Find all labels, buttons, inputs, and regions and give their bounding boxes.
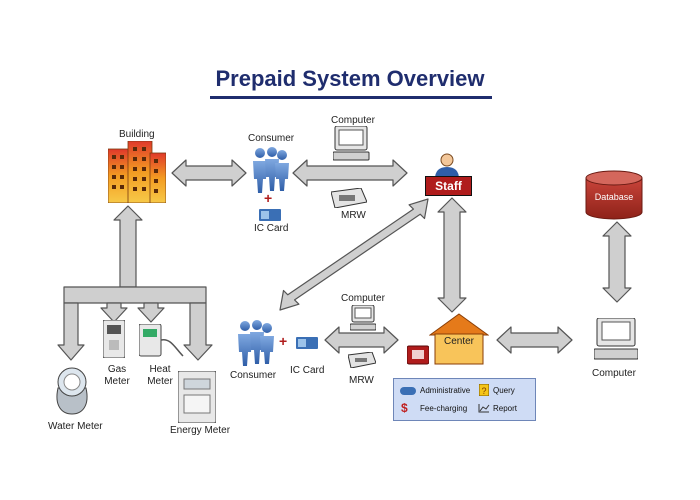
consumer-top-label: Consumer xyxy=(248,133,295,144)
card-reader-icon xyxy=(331,188,367,208)
arrow-to-heat-meter xyxy=(137,302,165,323)
heat-meter-icon xyxy=(139,324,184,357)
water-meter-label: Water Meter xyxy=(48,421,103,432)
arrow-consumer-center xyxy=(324,326,399,354)
arrow-database-computer xyxy=(602,221,632,303)
people-icon xyxy=(238,320,274,366)
legend-fee-charging: Fee-charging xyxy=(420,404,468,413)
computer-right-label: Computer xyxy=(592,368,636,379)
ic-card-top-label: IC Card xyxy=(254,223,289,234)
arrow-building-down xyxy=(113,205,143,288)
energy-meter-icon xyxy=(178,371,216,423)
staff-badge: Staff xyxy=(425,176,472,196)
report-icon xyxy=(478,404,490,413)
title-underline xyxy=(210,96,492,99)
legend-report: Report xyxy=(493,404,518,413)
plus-icon: + xyxy=(264,190,273,206)
database-label: Database xyxy=(594,192,634,202)
computer-icon xyxy=(594,318,638,360)
arrow-staff-center xyxy=(437,197,467,313)
house-icon xyxy=(429,313,489,365)
page-title: Prepaid System Overview xyxy=(215,66,485,91)
arrow-building-consumer xyxy=(171,159,247,187)
ic-card-bottom-label: IC Card xyxy=(290,365,325,376)
mrw-top-label: MRW xyxy=(341,210,366,221)
arrow-center-computer xyxy=(496,326,573,354)
consumer-bottom-label: Consumer xyxy=(230,370,277,381)
dollar-icon: $ xyxy=(401,401,408,415)
computer-top-label: Computer xyxy=(331,115,375,126)
plus-icon: + xyxy=(279,333,288,349)
legend-query: Query xyxy=(493,386,515,395)
arrow-staff-consumer-diagonal xyxy=(279,198,429,311)
computer-icon xyxy=(333,126,370,161)
card-reader-icon xyxy=(348,352,376,368)
arrow-consumer-staff xyxy=(292,159,408,187)
center-legend: Administrative ? Query $ Fee-charging Re… xyxy=(393,378,536,421)
computer-bottom-label: Computer xyxy=(341,293,385,304)
ic-card-icon xyxy=(259,209,281,221)
arrow-to-water-meter xyxy=(57,302,85,361)
computer-icon xyxy=(350,305,376,331)
legend-administrative: Administrative xyxy=(420,386,471,395)
ic-card-icon xyxy=(296,337,318,349)
card-terminal-icon xyxy=(407,345,429,365)
energy-meter-label: Energy Meter xyxy=(170,425,231,436)
administrative-icon xyxy=(400,387,416,395)
gas-meter-label: Gas Meter xyxy=(104,364,130,387)
gas-meter-icon xyxy=(103,320,125,358)
heat-meter-label: Heat Meter xyxy=(147,364,173,387)
query-icon: ? xyxy=(479,384,489,396)
arrow-to-gas-meter xyxy=(100,302,128,323)
arrow-to-energy-meter xyxy=(183,302,213,361)
building-label: Building xyxy=(119,129,155,140)
database-icon xyxy=(585,170,643,220)
people-icon xyxy=(253,147,289,193)
building-icon xyxy=(108,141,166,203)
center-label: Center xyxy=(443,336,474,347)
water-meter-icon xyxy=(56,367,88,415)
mrw-bottom-label: MRW xyxy=(349,375,374,386)
distribution-bar xyxy=(63,286,207,304)
svg-text:?: ? xyxy=(481,386,486,396)
